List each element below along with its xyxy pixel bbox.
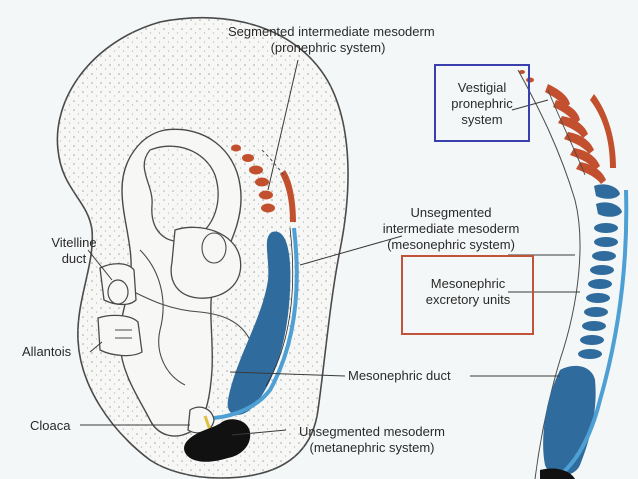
allantois — [97, 314, 143, 357]
label-vitelline-duct: Vitelline duct — [42, 235, 106, 267]
mesonephric-units-highlight-box — [401, 255, 534, 335]
unsegmented-line2: intermediate mesoderm — [382, 221, 520, 236]
unsegmented-line1: Unsegmented — [410, 205, 492, 220]
label-vestigial-pronephric: Vestigial pronephric system — [436, 80, 528, 128]
label-mesonephric-units: Mesonephric excretory units — [405, 276, 531, 308]
vestigial-line3: system — [461, 112, 503, 127]
unsegmented-line3: (mesonephric system) — [387, 237, 515, 252]
metanephric-mass — [184, 419, 251, 462]
vitelline-duct — [99, 263, 137, 306]
label-allantois: Allantois — [22, 344, 71, 360]
label-unsegmented-intermediate: Unsegmented intermediate mesoderm (meson… — [356, 205, 546, 253]
vestigial-line2: pronephric — [451, 96, 513, 111]
label-cloaca: Cloaca — [30, 418, 70, 434]
right-mesonephric-duct — [553, 189, 629, 479]
mesonephric-units-stack — [543, 184, 622, 476]
mesonephric-units-line1: Mesonephric — [430, 276, 506, 291]
leader-lines — [80, 59, 580, 436]
label-mesonephric-duct: Mesonephric duct — [348, 368, 451, 384]
pronephric-segments — [231, 144, 296, 222]
mesonephric-units-line2: excretory units — [425, 292, 511, 307]
vestigial-pronephric-comb — [519, 70, 616, 184]
segmented-line1: Segmented intermediate mesoderm — [228, 24, 435, 39]
metanephric-line1: Unsegmented mesoderm — [299, 424, 445, 439]
mesonephric-duct — [199, 227, 299, 421]
segmented-line2: (pronephric system) — [270, 40, 386, 55]
vitelline-line1: Vitelline — [51, 235, 97, 250]
vestigial-highlight-box — [434, 64, 530, 142]
mesonephric-duct-text: Mesonephric duct — [348, 368, 451, 383]
vestigial-line1: Vestigial — [457, 80, 507, 95]
label-unsegmented-metanephric: Unsegmented mesoderm (metanephric system… — [282, 424, 462, 456]
metanephric-line2: (metanephric system) — [309, 440, 435, 455]
allantois-text: Allantois — [22, 344, 72, 359]
cloaca-text: Cloaca — [30, 418, 71, 433]
label-segmented-mesoderm: Segmented intermediate mesoderm (proneph… — [228, 24, 435, 56]
vitelline-line2: duct — [61, 251, 87, 266]
pericardial-region — [170, 226, 242, 299]
